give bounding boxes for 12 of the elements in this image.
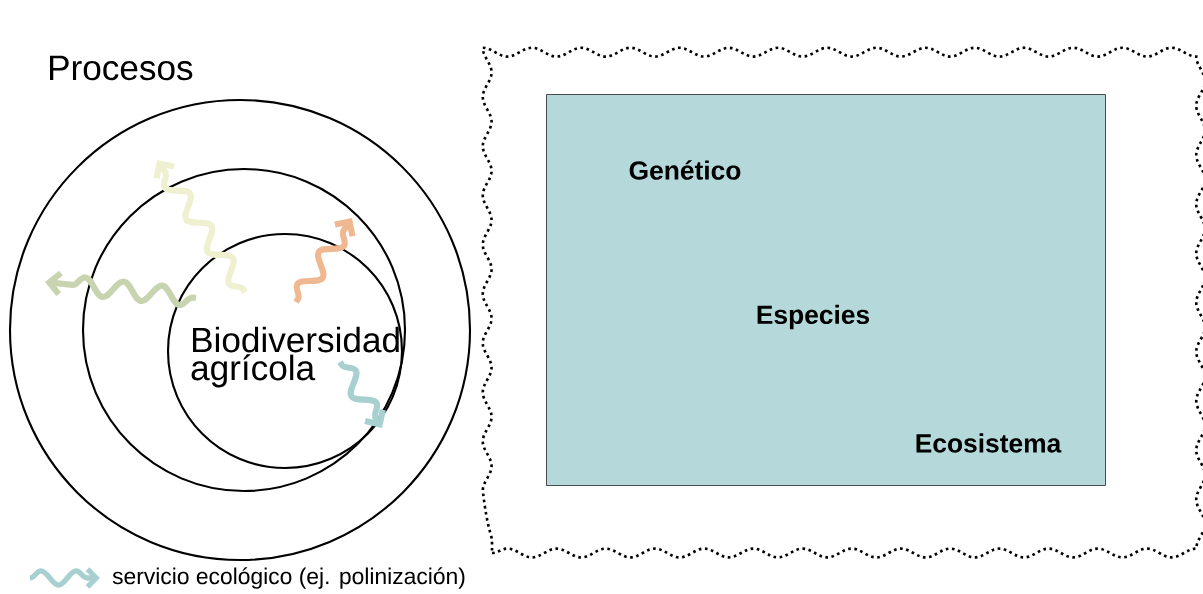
text: Genético <box>629 160 741 180</box>
circle <box>81 167 407 493</box>
text: Biodiversidad agrícola <box>191 326 399 388</box>
wavy-arrow <box>45 270 197 309</box>
text: Ecosistema <box>916 433 1062 453</box>
wavy-arrow <box>153 160 248 294</box>
wavy-outline <box>481 46 1203 559</box>
heading: Procesos <box>50 55 193 81</box>
text: Especies <box>757 304 870 330</box>
legend-text: servicio ecológico (ej. polinización) <box>112 567 465 589</box>
wavy-arrow <box>337 360 386 428</box>
wavy-arrow <box>293 218 356 304</box>
